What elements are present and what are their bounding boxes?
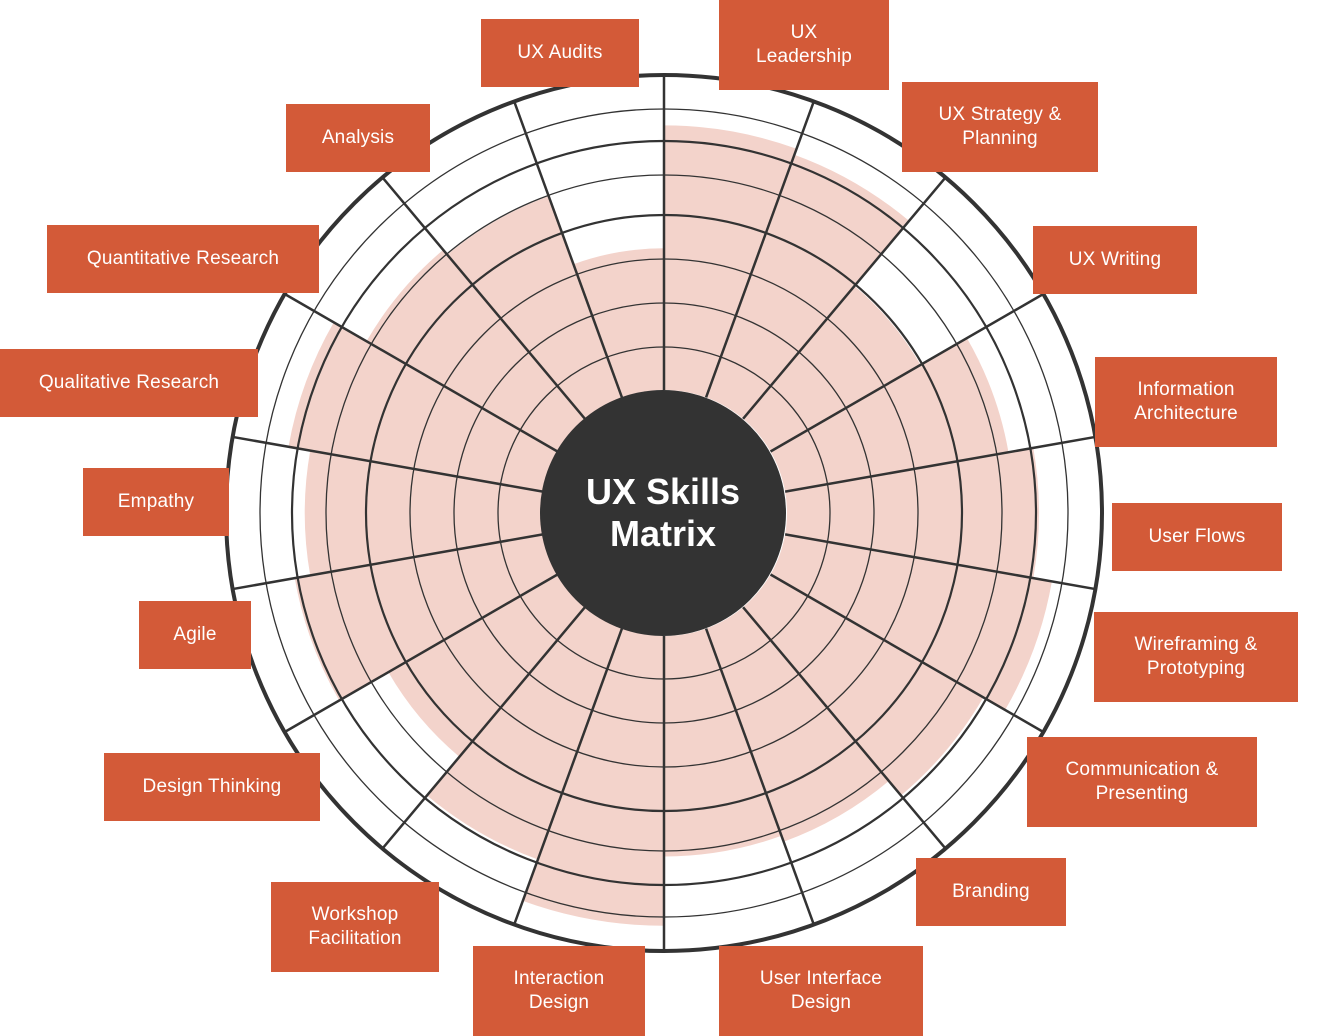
skill-label: Qualitative Research bbox=[0, 349, 258, 417]
skill-level-wedge bbox=[770, 534, 1052, 710]
skill-label-text: Facilitation bbox=[308, 928, 402, 949]
segment-dividers bbox=[232, 75, 1096, 951]
skill-label-text: Wireframing & bbox=[1134, 634, 1258, 655]
skill-level-wedge bbox=[743, 286, 921, 452]
skill-level-wedge bbox=[447, 196, 622, 419]
skill-label-text: Design bbox=[528, 992, 590, 1013]
segment-divider bbox=[232, 533, 544, 591]
skill-level-wedge bbox=[573, 248, 664, 398]
skill-label: Branding bbox=[916, 858, 1066, 926]
skill-label: Communication & Presenting bbox=[1027, 737, 1257, 827]
skill-label-text: User Flows bbox=[1148, 526, 1246, 547]
skill-level-wedge bbox=[770, 338, 1009, 492]
skill-label-text: Communication & bbox=[1065, 759, 1219, 780]
skill-label-text: Agile bbox=[173, 624, 217, 645]
skill-label: Wireframing & Prototyping bbox=[1094, 612, 1298, 702]
skill-label-text: Prototyping bbox=[1146, 658, 1246, 679]
skill-label: Empathy bbox=[83, 468, 229, 536]
title-line-1: UX Skills bbox=[585, 471, 741, 512]
segment-divider bbox=[769, 292, 1044, 453]
skill-label-text: UX bbox=[790, 22, 818, 43]
skill-label-text: Analysis bbox=[321, 127, 395, 148]
skill-label-text: Design bbox=[790, 992, 852, 1013]
skill-level-wedge bbox=[706, 607, 889, 842]
segment-divider bbox=[784, 435, 1096, 493]
segment-divider bbox=[704, 100, 815, 398]
segment-divider bbox=[769, 573, 1044, 734]
skill-label-text: Information bbox=[1137, 379, 1235, 400]
skill-level-wedge bbox=[427, 607, 622, 860]
skill-label: Analysis bbox=[286, 104, 430, 172]
skill-label-text: UX Strategy & bbox=[938, 104, 1062, 125]
page-title: UX Skills Matrix bbox=[540, 390, 786, 636]
skill-level-wedge bbox=[366, 249, 585, 452]
skill-label-text: Design Thinking bbox=[142, 776, 282, 797]
skill-label: User Flows bbox=[1112, 503, 1282, 571]
skill-level-wedge bbox=[294, 534, 558, 701]
segment-divider bbox=[704, 628, 815, 926]
skill-label-text: Workshop bbox=[311, 904, 399, 925]
skill-level-wedge bbox=[388, 574, 585, 757]
title-line-2: Matrix bbox=[609, 513, 717, 554]
skill-label-text: Architecture bbox=[1134, 403, 1238, 424]
skill-level-wedge bbox=[743, 574, 984, 796]
segment-divider bbox=[284, 573, 559, 734]
segment-divider bbox=[381, 606, 586, 850]
skill-label-text: UX Audits bbox=[517, 42, 603, 63]
skill-label-text: Empathy bbox=[117, 491, 195, 512]
skill-label-text: Branding bbox=[952, 881, 1030, 902]
segment-divider bbox=[742, 606, 947, 850]
skill-label-text: Presenting bbox=[1095, 783, 1189, 804]
skill-label: Design Thinking bbox=[104, 753, 320, 821]
skill-label-text: Leadership bbox=[755, 46, 853, 67]
skill-label: UX Strategy & Planning bbox=[902, 82, 1098, 172]
skill-label: UX Writing bbox=[1033, 226, 1197, 294]
skill-label: UX Leadership bbox=[719, 0, 889, 90]
skill-label: UX Audits bbox=[481, 19, 639, 87]
segment-divider bbox=[381, 176, 586, 420]
skill-level-wedge bbox=[664, 628, 782, 857]
segment-divider bbox=[742, 176, 947, 420]
segment-divider bbox=[284, 292, 559, 453]
skill-level-wedge bbox=[288, 322, 558, 492]
segment-divider bbox=[513, 628, 624, 926]
skill-level-wedge bbox=[706, 154, 910, 419]
skill-level-wedge bbox=[522, 628, 664, 926]
skill-label-text: UX Writing bbox=[1068, 249, 1162, 270]
skill-label-text: Planning bbox=[962, 128, 1038, 149]
skill-level-wedge bbox=[664, 125, 797, 398]
segment-divider bbox=[784, 533, 1096, 591]
skill-label-text: Quantitative Research bbox=[86, 248, 280, 269]
skill-label-text: Qualitative Research bbox=[38, 372, 220, 393]
skill-label: Quantitative Research bbox=[47, 225, 319, 293]
skill-level-layer bbox=[288, 125, 1052, 926]
skill-label: Agile bbox=[139, 601, 251, 669]
segment-divider bbox=[513, 100, 624, 398]
skill-level-wedge bbox=[785, 447, 1039, 579]
skill-label-text: Interaction bbox=[513, 968, 605, 989]
segment-divider bbox=[232, 435, 544, 493]
skill-label-text: User Interface bbox=[759, 968, 883, 989]
